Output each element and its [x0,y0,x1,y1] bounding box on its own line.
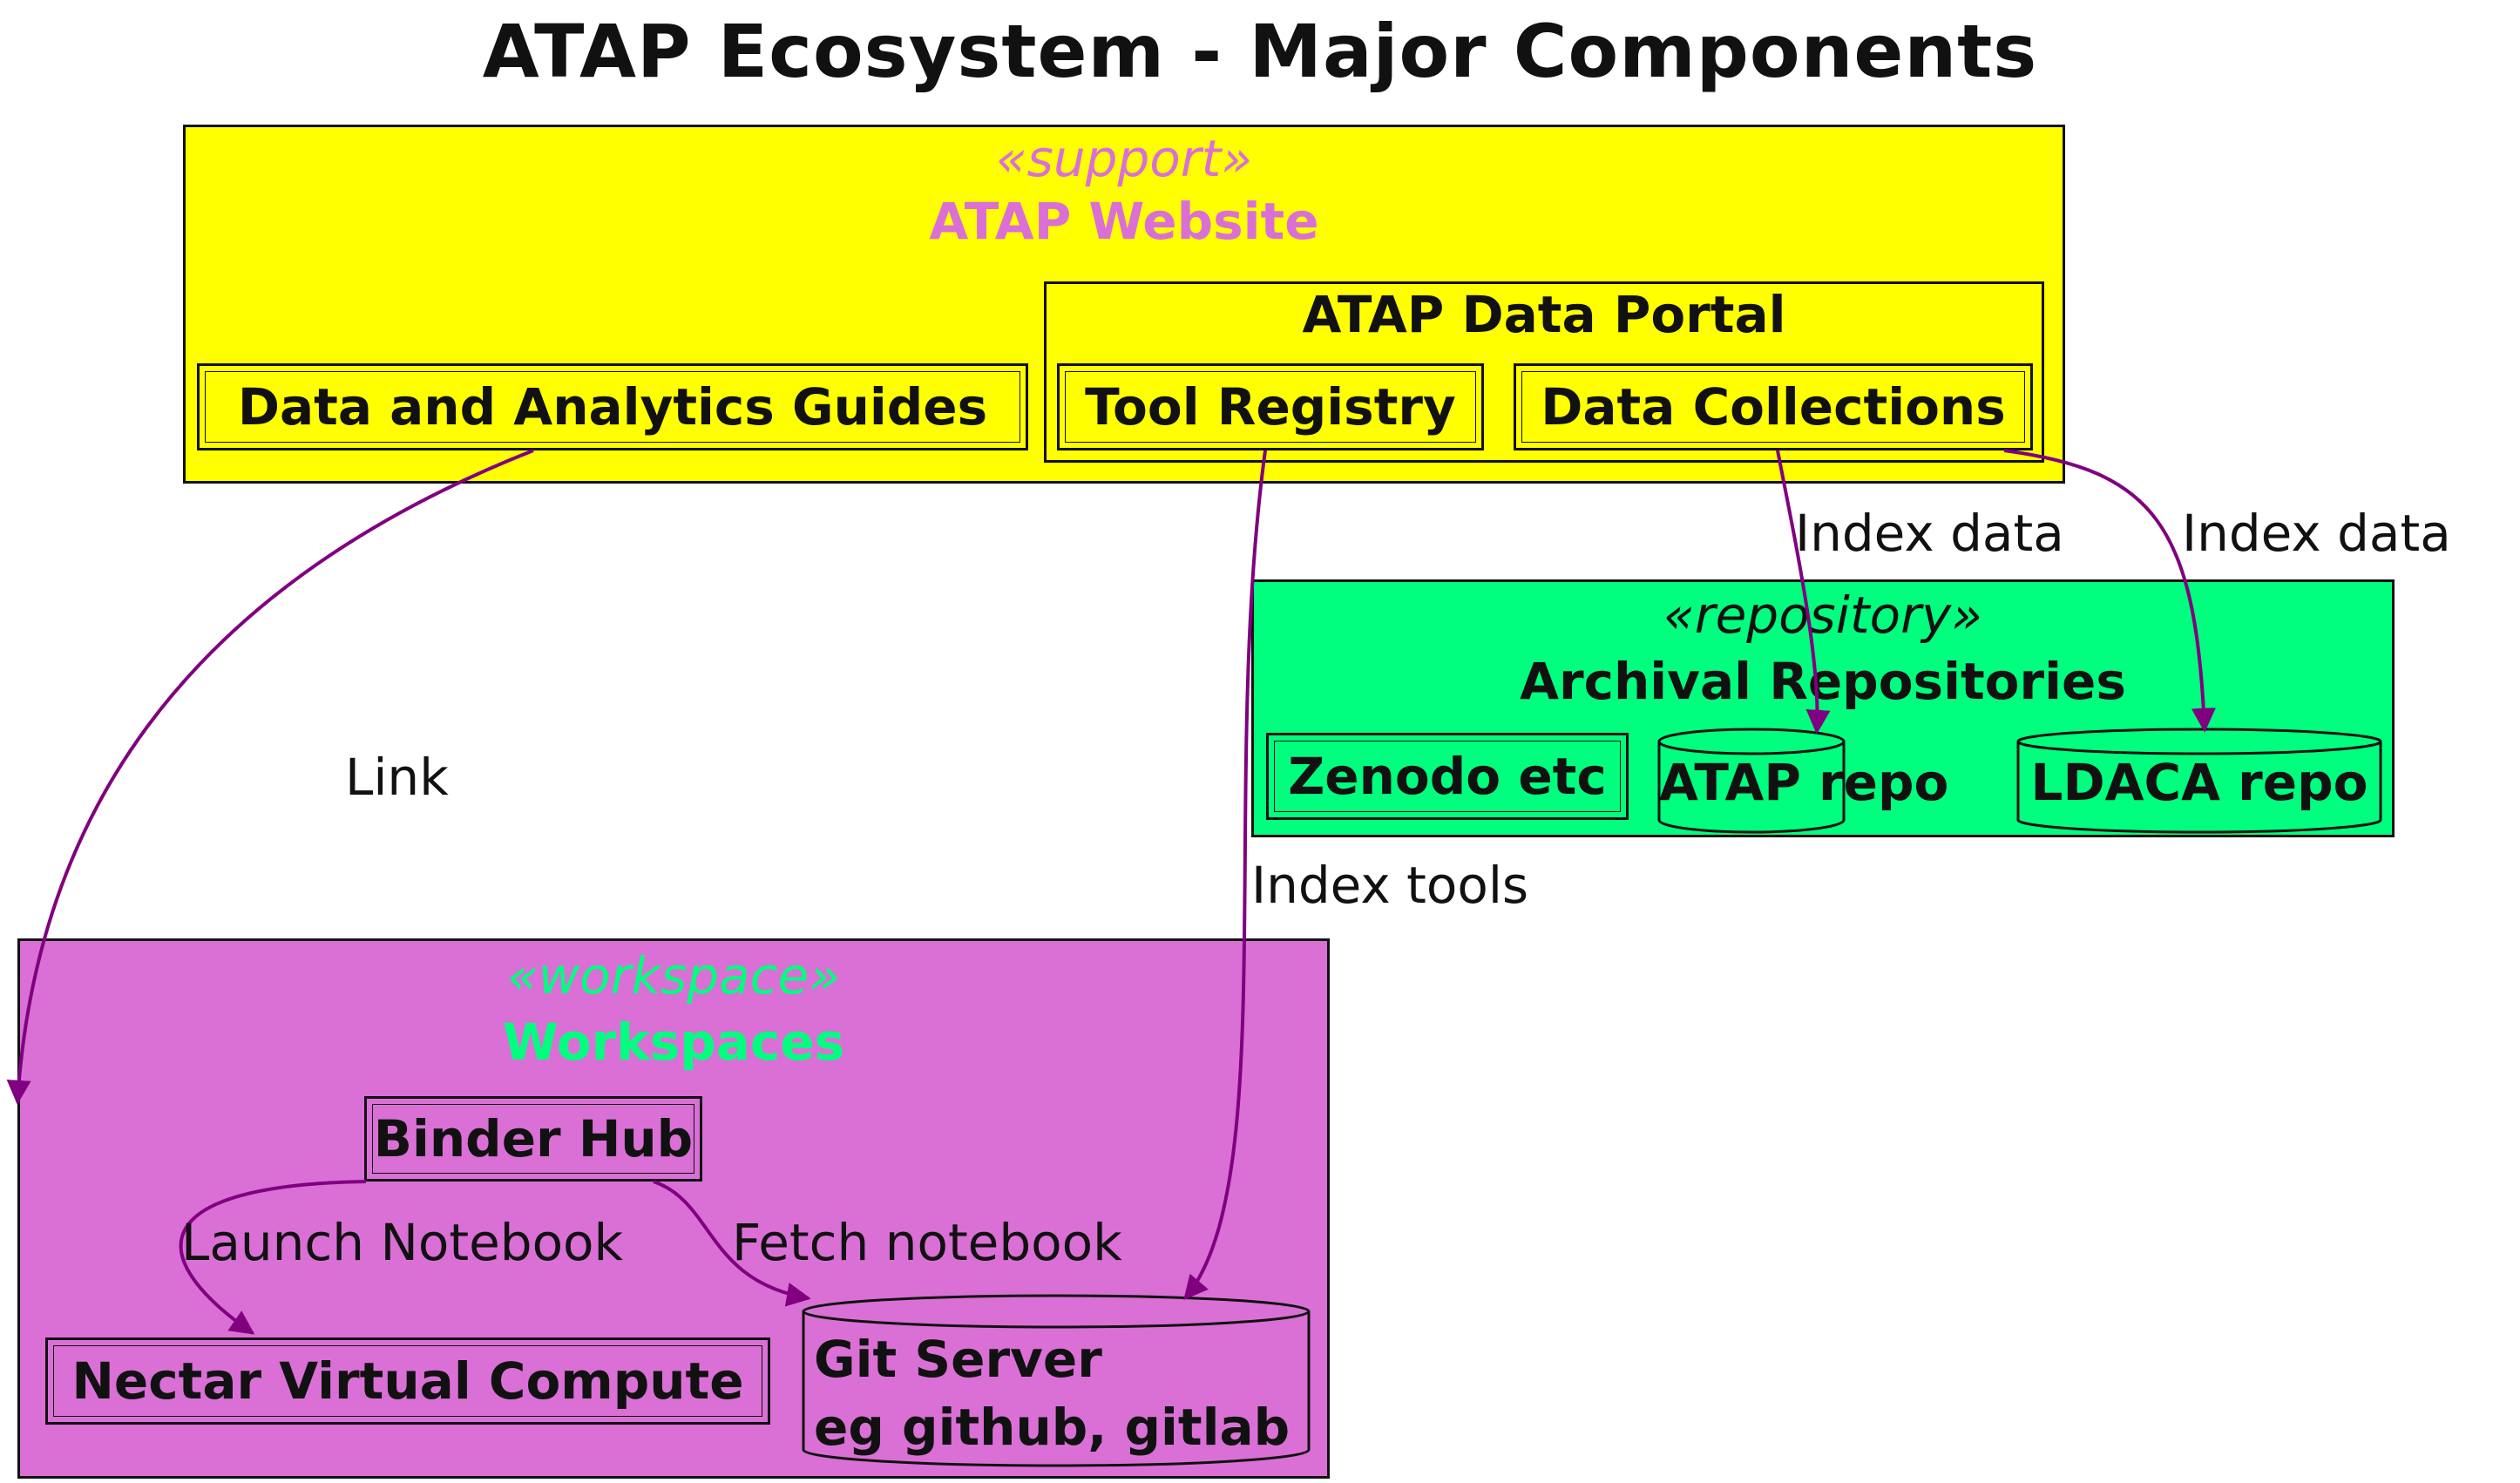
workspace-stereotype: «workspace» [506,946,841,1006]
repository-group-name: Archival Repositories [1520,652,2126,711]
data-collections-box: Data Collections [1514,363,2033,450]
edge-label-link: Link [345,748,449,807]
edge-fetch-notebook [653,1180,811,1307]
binder-hub-box: Binder Hub [364,1096,702,1182]
edge-label-fetch-notebook: Fetch notebook [732,1213,1122,1272]
git-server-label-2: eg github, gitlab [814,1398,1290,1457]
tool-registry-box: Tool Registry [1057,363,1484,450]
edge-index-data-atap [1776,450,1831,735]
support-stereotype: «support» [995,129,1253,188]
workspace-group-name: Workspaces [502,1012,845,1072]
edge-label-index-data-2: Index data [2182,504,2451,563]
ldaca-repo-cylinder [2016,728,2382,834]
edge-label-launch-notebook: Launch Notebook [181,1213,624,1272]
edge-label-index-tools: Index tools [1251,856,1529,915]
git-server-label-1: Git Server [814,1330,1102,1389]
atap-repo-cylinder [1657,728,1846,834]
edge-link [6,449,534,1105]
edge-launch-notebook [179,1180,367,1335]
atap-repo-label: ATAP repo [1659,753,1949,812]
git-server-cylinder [802,1294,1311,1467]
support-group-name: ATAP Website [929,192,1319,251]
edge-index-data-ldaca [2003,449,2216,733]
edge-index-tools [1183,450,1267,1301]
ldaca-repo-label: LDACA repo [2030,753,2368,812]
data-analytics-guides-box: Data and Analytics Guides [197,363,1028,450]
repository-stereotype: «repository» [1663,586,1983,645]
zenodo-box: Zenodo etc [1266,733,1629,820]
data-portal-name: ATAP Data Portal [1302,285,1786,344]
diagram-title: ATAP Ecosystem - Major Components [482,9,2038,94]
edge-label-index-data-1: Index data [1795,504,2064,563]
nectar-virtual-compute-box: Nectar Virtual Compute [45,1337,770,1425]
